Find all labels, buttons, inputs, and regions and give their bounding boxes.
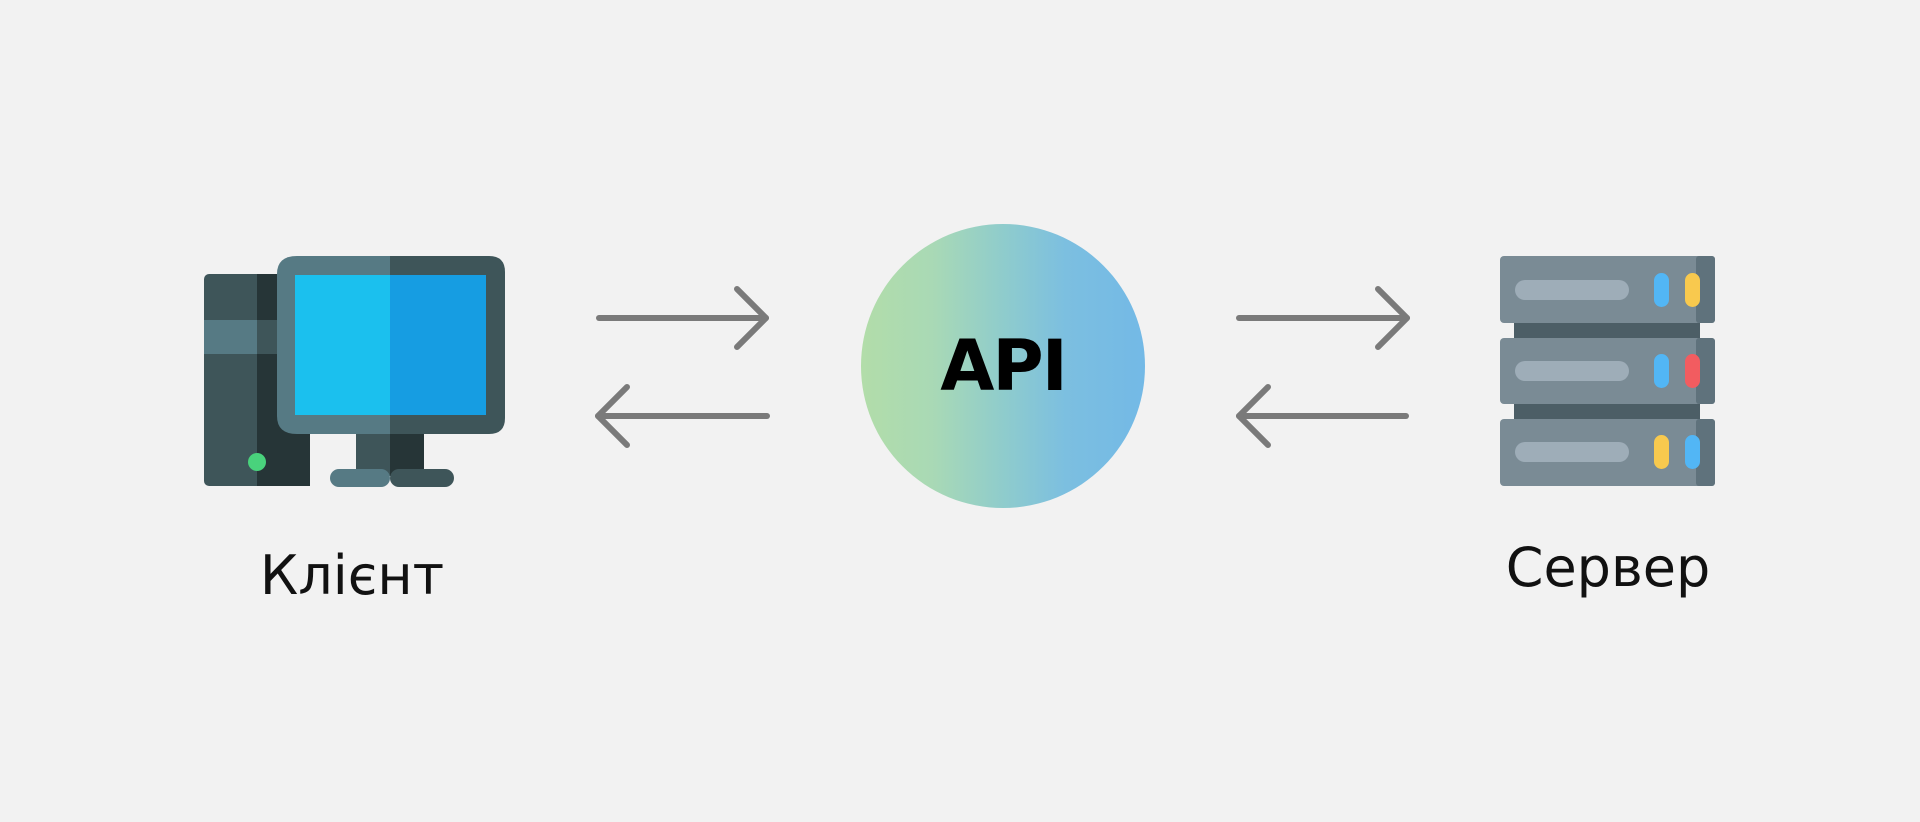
server-rack-icon xyxy=(1500,256,1715,486)
arrow-server-to-api xyxy=(1236,384,1409,448)
server-unit-2 xyxy=(1500,338,1715,404)
monitor xyxy=(277,256,505,434)
arrow-api-to-server xyxy=(1236,286,1410,350)
arrow-api-to-client xyxy=(595,384,770,448)
server-unit-3 xyxy=(1500,419,1715,486)
client-label: Клієнт xyxy=(259,544,445,607)
server-label: Сервер xyxy=(1505,536,1711,599)
monitor-stand xyxy=(330,430,454,487)
api-node: API xyxy=(861,224,1145,508)
power-led-icon xyxy=(248,453,266,471)
api-label: API xyxy=(940,325,1068,407)
server-unit-1 xyxy=(1500,256,1715,323)
desktop-computer-icon xyxy=(204,256,505,487)
arrow-client-to-api xyxy=(596,286,769,350)
